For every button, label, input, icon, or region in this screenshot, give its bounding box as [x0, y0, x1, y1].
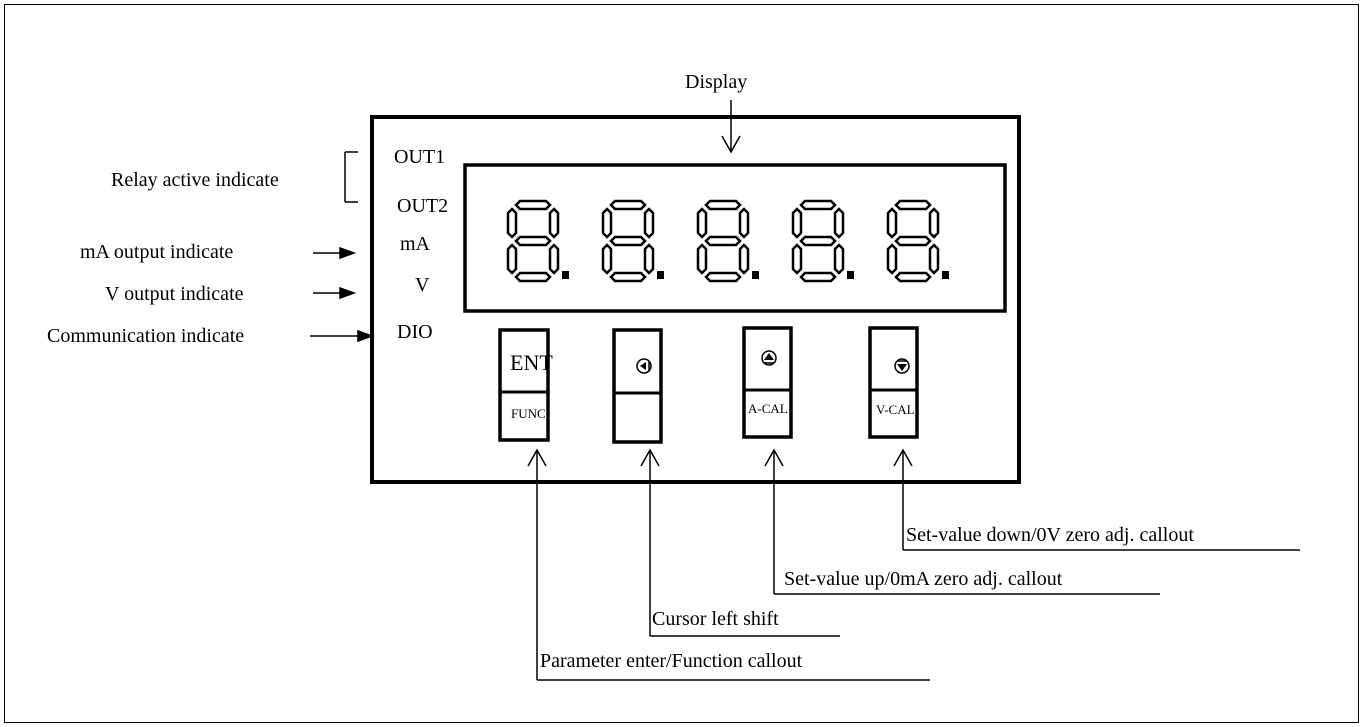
segment: [643, 243, 655, 275]
up-a-cal-button[interactable]: A-CAL: [742, 326, 793, 439]
down-v-cal-button[interactable]: V-CAL: [868, 326, 919, 439]
segment: [886, 207, 898, 239]
down-callout-label: Set-value down/0V zero adj. callout: [906, 524, 1194, 546]
display-arrow: [721, 100, 741, 154]
segment: [601, 243, 613, 275]
segment: [643, 207, 655, 239]
down-callout-line: [893, 448, 1300, 551]
ent-label: ENT: [510, 350, 553, 375]
cursor-left-button[interactable]: [612, 328, 663, 444]
segment: [894, 199, 932, 211]
indicator-ma: mA: [400, 233, 431, 255]
up-callout-line: [764, 448, 1160, 595]
relay-bracket: [344, 151, 358, 203]
segment: [928, 243, 940, 275]
display-window: [463, 163, 1007, 313]
indicator-v: V: [415, 274, 430, 296]
up-callout-label: Set-value up/0mA zero adj. callout: [784, 568, 1063, 590]
indicator-dio: DIO: [397, 321, 433, 343]
relay-label: Relay active indicate: [111, 169, 279, 191]
segment: [609, 199, 647, 211]
left-callout-line: [640, 448, 840, 637]
ma-output-label: mA output indicate: [80, 241, 233, 263]
segment: [514, 199, 552, 211]
seven-segment-display: [506, 199, 949, 283]
segment: [791, 207, 803, 239]
segment: [548, 243, 560, 275]
outer-frame: [4, 4, 1359, 723]
segment: [506, 207, 518, 239]
segment: [704, 235, 742, 247]
indicator-out1: OUT1: [394, 146, 445, 168]
segment: [738, 243, 750, 275]
segment: [601, 207, 613, 239]
segment: [506, 243, 518, 275]
segment: [609, 235, 647, 247]
indicator-out2: OUT2: [397, 195, 448, 217]
v-output-label: V output indicate: [105, 283, 244, 305]
segment: [833, 207, 845, 239]
segment: [894, 235, 932, 247]
segment: [833, 243, 845, 275]
segment: [548, 207, 560, 239]
device-housing: [370, 115, 1021, 484]
segment: [928, 207, 940, 239]
segment: [791, 243, 803, 275]
segment: [894, 271, 932, 283]
v-cal-label: V-CAL: [876, 402, 915, 417]
segment: [738, 207, 750, 239]
segment: [704, 199, 742, 211]
digit-5: [886, 199, 949, 283]
segment: [696, 207, 708, 239]
decimal-point: [562, 271, 569, 279]
segment: [799, 199, 837, 211]
segment: [704, 271, 742, 283]
segment: [609, 271, 647, 283]
digit-4: [791, 199, 854, 283]
digit-2: [601, 199, 664, 283]
display-label: Display: [685, 71, 747, 93]
ent-func-button[interactable]: ENT FUNC: [498, 328, 553, 442]
digit-3: [696, 199, 759, 283]
down-triangle-icon: [894, 358, 910, 374]
segment: [696, 243, 708, 275]
digit-1: [506, 199, 569, 283]
decimal-point: [657, 271, 664, 279]
segment: [799, 271, 837, 283]
ent-callout-label: Parameter enter/Function callout: [540, 650, 803, 672]
up-triangle-icon: [761, 350, 777, 366]
decimal-point: [942, 271, 949, 279]
segment: [514, 271, 552, 283]
communication-label: Communication indicate: [47, 325, 244, 347]
decimal-point: [752, 271, 759, 279]
left-triangle-icon: [636, 358, 652, 374]
ma-output-arrow: [313, 246, 357, 260]
func-label: FUNC: [511, 406, 546, 421]
decimal-point: [847, 271, 854, 279]
segment: [799, 235, 837, 247]
v-output-arrow: [313, 286, 357, 300]
ent-callout-line: [527, 448, 930, 681]
segment: [514, 235, 552, 247]
segment: [886, 243, 898, 275]
a-cal-label: A-CAL: [748, 401, 788, 416]
communication-arrow: [310, 329, 375, 343]
left-callout-label: Cursor left shift: [652, 608, 779, 630]
